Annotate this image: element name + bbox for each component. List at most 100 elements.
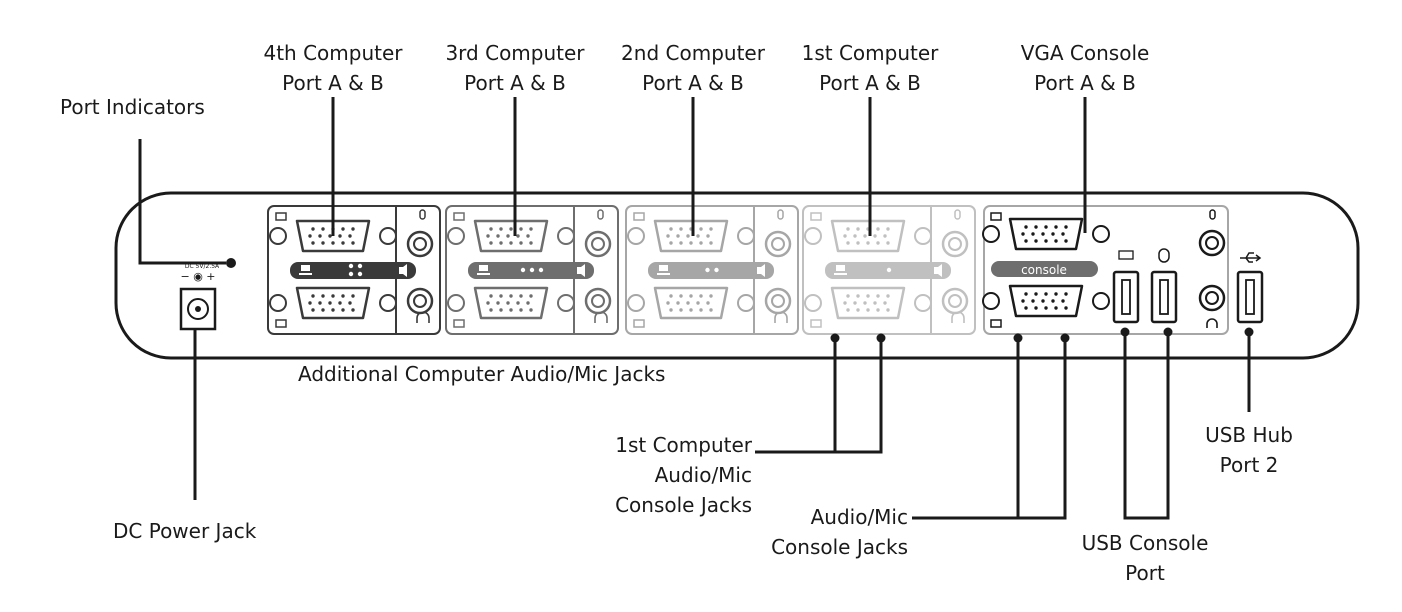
jack-inner: [948, 237, 962, 251]
console-port-group: console: [982, 205, 1229, 335]
computer-port-group-2: [625, 205, 799, 335]
indicator-dot: [538, 267, 544, 273]
jack-inner: [591, 294, 605, 308]
vga-pin: [706, 234, 710, 238]
mic-jack: [584, 230, 612, 258]
indicator-dot: [529, 267, 535, 273]
usb-console-port-keyboard: [1112, 270, 1140, 324]
monitor-mark: [453, 319, 465, 328]
vga-pin: [341, 227, 345, 231]
vga-pin: [331, 308, 335, 312]
monitor-mark: [990, 212, 1002, 221]
console-mic-jack: [1198, 229, 1226, 257]
vga-pin: [856, 294, 860, 298]
vga-pin: [689, 241, 693, 245]
vga-shell: [830, 219, 906, 253]
vga-pin: [843, 301, 847, 305]
vga-pin: [341, 308, 345, 312]
vga-pin: [856, 241, 860, 245]
vga-pin: [1034, 306, 1038, 310]
vga-pin: [1061, 299, 1065, 303]
vga-pin: [699, 227, 703, 231]
vga-pin: [506, 301, 510, 305]
vga-pin: [676, 234, 680, 238]
label-dc-power-jack: DC Power Jack: [113, 519, 257, 543]
vga-pin: [318, 301, 322, 305]
dc-rating-text: DC 5V/2.5A: [185, 263, 220, 270]
vga-pin: [886, 241, 890, 245]
leader-console-jacks-bracket: [1016, 338, 1067, 520]
vga-pin: [331, 294, 335, 298]
indicator-monitor-icon: [836, 265, 845, 271]
vga-pin: [686, 234, 690, 238]
vga-pin: [529, 294, 533, 298]
jack-inner: [771, 237, 785, 251]
vga-pin: [348, 301, 352, 305]
jack-inner: [948, 294, 962, 308]
leader-dot: [830, 333, 840, 343]
vga-pin: [883, 301, 887, 305]
vga-pin: [679, 241, 683, 245]
speaker-icon: [399, 264, 407, 277]
vga-pin: [1041, 299, 1045, 303]
vga-pin: [1021, 232, 1025, 236]
mic-icon: [777, 209, 784, 220]
jack-inner: [771, 294, 785, 308]
vga-pin: [338, 234, 342, 238]
vga-pin: [509, 241, 513, 245]
mic-icon: [597, 209, 604, 220]
jack-inner: [413, 237, 427, 251]
leader-port-indicators: [138, 139, 226, 265]
vga-pin: [883, 234, 887, 238]
vga-pin: [856, 308, 860, 312]
indicator-dot: [348, 263, 354, 269]
screw-left: [982, 225, 1000, 243]
vga-pin: [696, 301, 700, 305]
vga-pin: [666, 301, 670, 305]
vga-pin: [1031, 232, 1035, 236]
indicator-monitor-base: [834, 273, 847, 275]
vga-pin: [863, 234, 867, 238]
vga-pin: [519, 294, 523, 298]
vga-pin: [1034, 225, 1038, 229]
leader-lines: [138, 97, 1254, 520]
vga-pin: [686, 301, 690, 305]
vga-pin: [699, 294, 703, 298]
vga-pin: [1041, 232, 1045, 236]
mic-icon: [954, 209, 961, 220]
vga-pin: [529, 308, 533, 312]
vga-pin: [1064, 292, 1068, 296]
vga-pin: [516, 234, 520, 238]
vga-pin: [866, 241, 870, 245]
vga-port-b: [269, 286, 397, 320]
vga-pin: [873, 301, 877, 305]
vga-shell: [653, 286, 729, 320]
vga-pin: [876, 241, 880, 245]
vga-pin: [699, 241, 703, 245]
vga-pin: [1044, 239, 1048, 243]
vga-pin: [679, 308, 683, 312]
screw-right: [737, 227, 755, 245]
indicator-monitor-icon: [479, 265, 488, 271]
vga-pin: [1051, 299, 1055, 303]
vga-pin: [846, 294, 850, 298]
vga-pin: [489, 227, 493, 231]
monitor-mark: [633, 319, 645, 328]
screw-left: [804, 227, 822, 245]
computer-port-group-1: [802, 205, 976, 335]
monitor-mark: [453, 212, 465, 221]
vga-pin: [876, 227, 880, 231]
vga-pin: [853, 301, 857, 305]
vga-pin: [519, 227, 523, 231]
vga-pin: [1024, 239, 1028, 243]
vga-pin: [853, 234, 857, 238]
monitor-mark: [990, 319, 1002, 328]
indicator-monitor-base: [299, 273, 312, 275]
audio-jack: [764, 287, 792, 315]
indicator-dot: [520, 267, 526, 273]
keyboard-icon: [1118, 250, 1134, 260]
vga-pin: [1024, 292, 1028, 296]
